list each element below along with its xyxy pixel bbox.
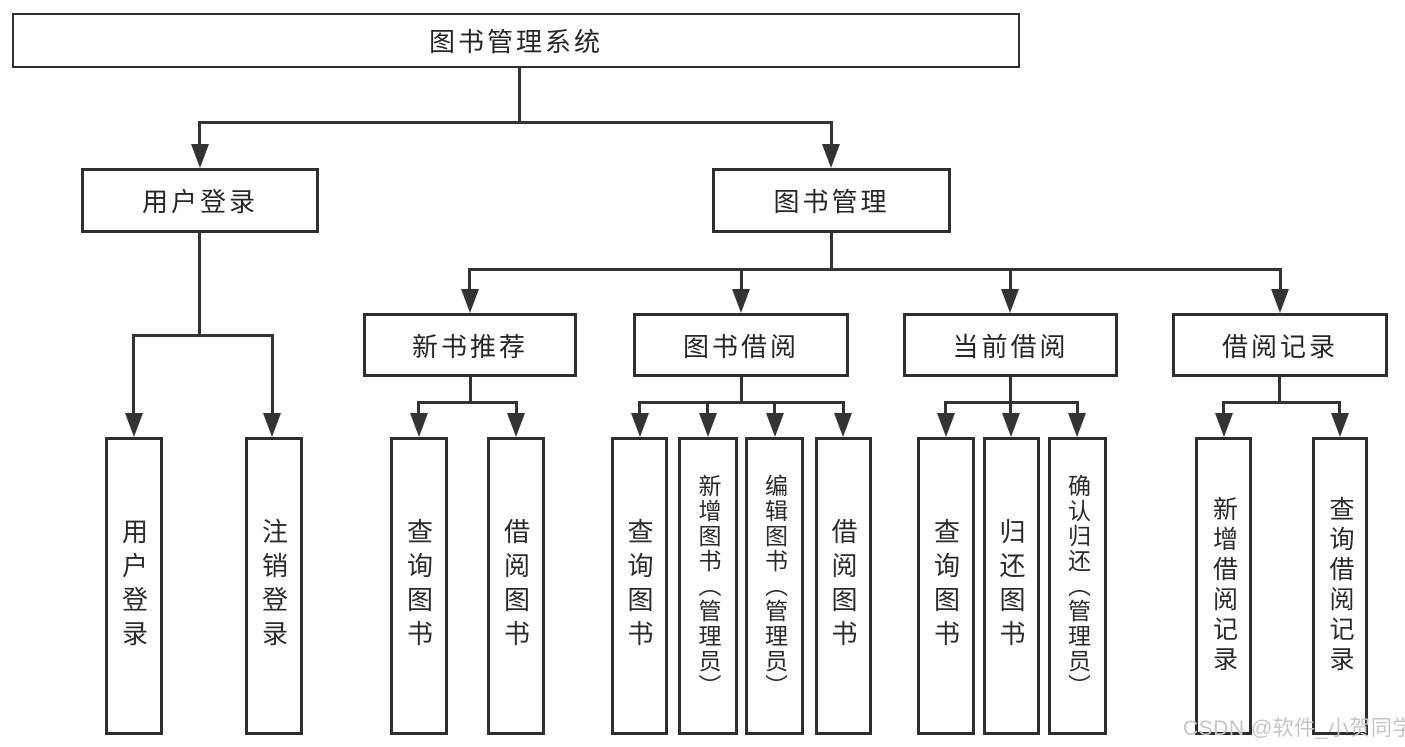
csdn-watermark: CSDN @软件_小贺同学 [1183, 717, 1405, 740]
connector-line [740, 377, 743, 404]
arrow-down-icon [1068, 413, 1086, 437]
node-user-login: 用户登录 [81, 168, 319, 233]
connector-line [638, 401, 845, 404]
connector-line [740, 268, 743, 294]
leaf-label: 新增借阅记录 [1209, 496, 1238, 676]
node-book-borrow: 图书借阅 [633, 313, 849, 377]
connector-line [518, 68, 521, 124]
connector-line [198, 121, 201, 149]
leaf-query-books-recommend: 查询图书 [390, 437, 448, 735]
arrow-down-icon [834, 413, 852, 437]
node-label: 图书管理 [773, 187, 890, 217]
connector-line [842, 401, 845, 417]
arrow-down-icon [1215, 413, 1233, 437]
connector-line [417, 401, 420, 417]
connector-line [132, 334, 135, 416]
leaf-label: 查询图书 [930, 518, 961, 654]
leaf-label: 归还图书 [996, 518, 1026, 654]
arrow-down-icon [937, 413, 955, 437]
arrow-down-icon [766, 413, 784, 437]
arrow-down-icon [125, 413, 143, 437]
node-current-borrow: 当前借阅 [903, 313, 1118, 377]
leaf-edit-books-admin: 编辑图书（管理员） [745, 437, 804, 735]
node-label: 借阅记录 [1221, 331, 1338, 362]
connector-line [132, 334, 274, 337]
leaf-label: 借阅图书 [828, 518, 858, 654]
leaf-label: 查询图书 [624, 518, 654, 654]
leaf-label: 编辑图书（管理员） [761, 473, 788, 699]
connector-line [638, 401, 641, 417]
arrow-down-icon [732, 289, 750, 313]
leaf-label: 新增图书（管理员） [695, 473, 721, 699]
node-root: 图书管理系统 [12, 13, 1020, 68]
connector-line [468, 268, 1282, 271]
connector-line [469, 377, 472, 404]
connector-line [1009, 377, 1012, 404]
connector-line [468, 268, 471, 294]
connector-line [830, 233, 833, 271]
connector-line [944, 401, 947, 417]
arrow-down-icon [1271, 289, 1289, 313]
connector-line [271, 334, 274, 416]
leaf-query-borrow-record: 查询借阅记录 [1312, 437, 1368, 735]
connector-line [198, 233, 201, 337]
leaf-add-borrow-record: 新增借阅记录 [1195, 437, 1252, 735]
node-label: 图书管理系统 [428, 27, 603, 57]
arrow-down-icon [461, 289, 479, 313]
leaf-label: 查询图书 [403, 518, 434, 654]
arrow-down-icon [507, 413, 525, 437]
arrow-down-icon [410, 413, 428, 437]
connector-line [830, 121, 833, 149]
leaf-label: 注销登录 [258, 518, 289, 654]
leaf-add-books-admin: 新增图书（管理员） [678, 437, 738, 735]
arrow-down-icon [822, 144, 840, 168]
leaf-query-books-borrow: 查询图书 [611, 437, 668, 735]
connector-line [198, 121, 833, 124]
connector-line [773, 401, 776, 417]
connector-line [1278, 377, 1281, 404]
connector-line [515, 401, 518, 417]
node-label: 图书借阅 [682, 331, 799, 362]
arrow-down-icon [699, 413, 717, 437]
arrow-down-icon [1002, 413, 1020, 437]
arrow-down-icon [631, 413, 649, 437]
leaf-label: 用户登录 [118, 518, 149, 654]
leaf-user-login: 用户登录 [105, 437, 163, 735]
leaf-logout: 注销登录 [245, 437, 303, 735]
leaf-borrow-books: 借阅图书 [815, 437, 872, 735]
node-borrow-records: 借阅记录 [1172, 313, 1388, 377]
connector-line [1009, 401, 1012, 417]
leaf-label: 借阅图书 [500, 518, 531, 654]
leaf-borrow-books-recommend: 借阅图书 [487, 437, 545, 735]
arrow-down-icon [263, 413, 281, 437]
connector-line [1076, 401, 1079, 417]
node-label: 新书推荐 [411, 331, 528, 362]
connector-line [706, 401, 709, 417]
connector-line [417, 401, 518, 404]
node-new-book-recommend: 新书推荐 [363, 313, 577, 377]
leaf-query-books-current: 查询图书 [917, 437, 975, 735]
arrow-down-icon [1001, 289, 1019, 313]
connector-line [1222, 401, 1225, 417]
connector-line [1222, 401, 1341, 404]
leaf-return-books: 归还图书 [983, 437, 1040, 735]
connector-line [1279, 268, 1282, 294]
node-label: 用户登录 [141, 187, 258, 217]
arrow-down-icon [191, 144, 209, 168]
leaf-label: 确认归还（管理员） [1064, 473, 1091, 699]
arrow-down-icon [1331, 413, 1349, 437]
connector-line [1009, 268, 1012, 294]
connector-line [1338, 401, 1341, 417]
node-book-management: 图书管理 [712, 168, 951, 233]
node-label: 当前借阅 [952, 331, 1069, 362]
leaf-label: 查询借阅记录 [1326, 496, 1354, 676]
leaf-confirm-return-admin: 确认归还（管理员） [1048, 437, 1107, 735]
